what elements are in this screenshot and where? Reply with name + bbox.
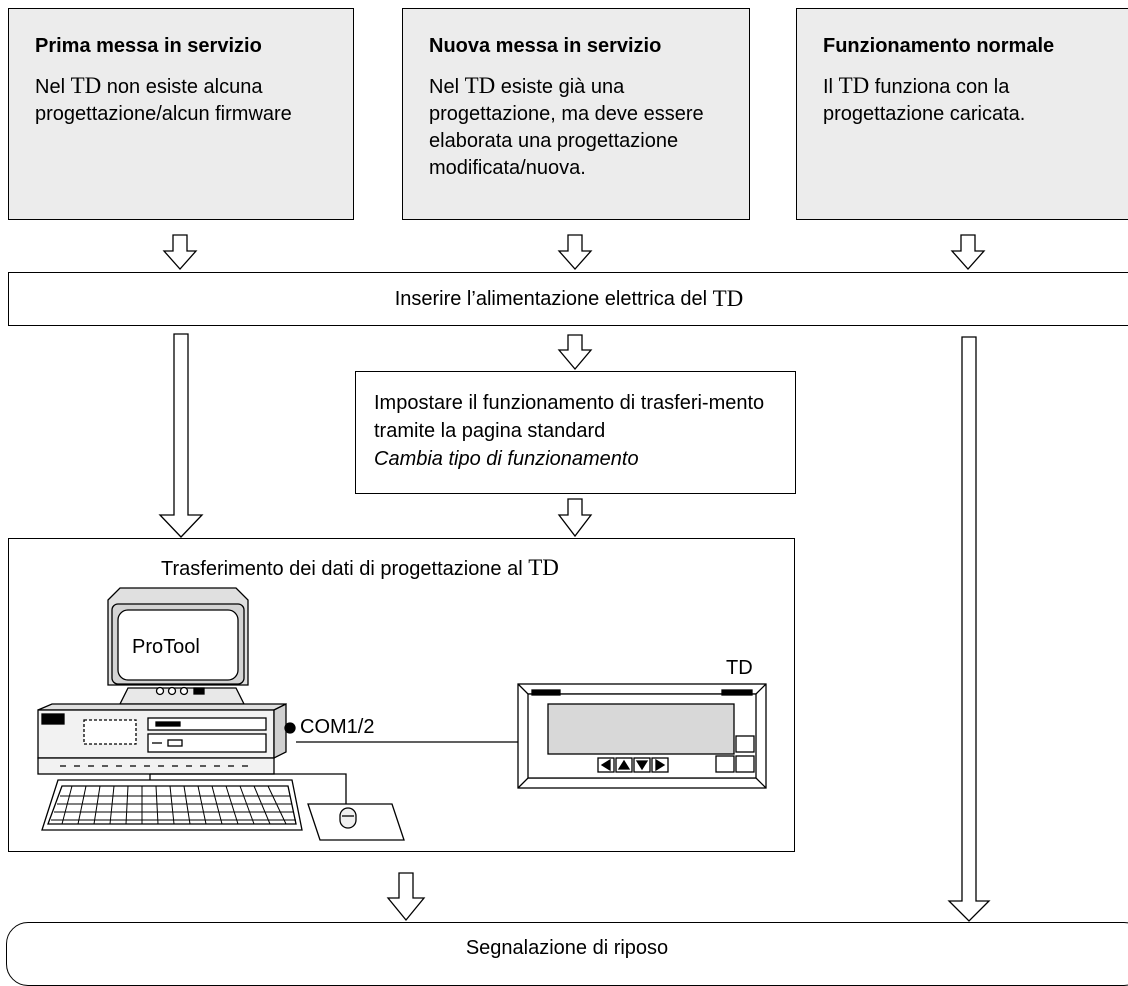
down-arrow-icon	[158, 333, 204, 538]
transfer-step: Trasferimento dei dati di progettazione …	[8, 538, 795, 852]
flow-graphics	[37, 234, 991, 922]
td-device-icon	[517, 683, 767, 789]
box-title: Funzionamento normale	[823, 35, 1055, 57]
set-transfer-mode-step: Impostare il funzionamento di trasferi-m…	[355, 371, 796, 494]
td-device-label: TD	[726, 657, 753, 679]
transfer-title: Trasferimento dei dati di progettazione …	[161, 555, 559, 580]
down-arrow-icon	[557, 234, 593, 270]
power-on-step: Inserire l’alimentazione elettrica del T…	[8, 272, 1128, 326]
down-arrow-icon	[950, 234, 986, 270]
box-title: Nuova messa in servizio	[429, 35, 662, 57]
box-text: Il TD funziona con la progettazione cari…	[823, 73, 1026, 125]
box-text: Nel TD non esiste alcuna progettazione/a…	[35, 73, 292, 125]
protool-screen-label: ProTool	[132, 636, 200, 658]
box-normal-operation: Funzionamento normale Il TD funziona con…	[796, 8, 1128, 220]
down-arrow-icon	[386, 872, 426, 922]
box-text: Nel TD esiste già una progettazione, ma …	[429, 73, 704, 179]
down-arrow-icon	[557, 334, 593, 371]
box-first-commissioning: Prima messa in servizio Nel TD non esist…	[8, 8, 354, 220]
com-port-label: COM1/2	[300, 716, 375, 738]
box-title: Prima messa in servizio	[35, 35, 262, 57]
down-arrow-icon	[947, 336, 991, 922]
box-new-commissioning: Nuova messa in servizio Nel TD esiste gi…	[402, 8, 750, 220]
down-arrow-icon	[162, 234, 198, 270]
down-arrow-icon	[557, 498, 593, 538]
computer-icon	[37, 587, 405, 841]
